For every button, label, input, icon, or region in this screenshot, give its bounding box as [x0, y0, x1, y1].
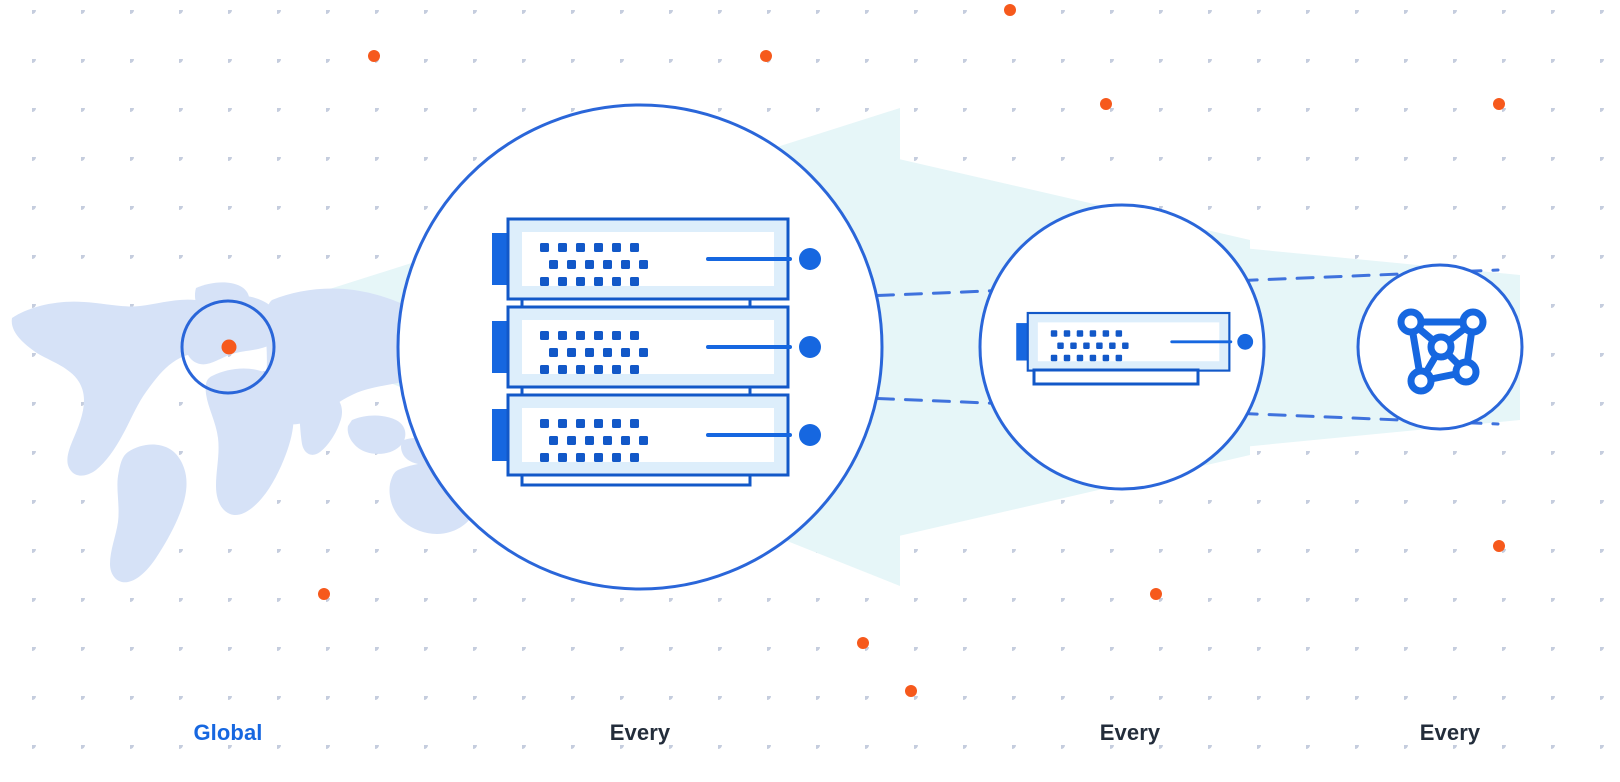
label-every-service: Every service: [1350, 668, 1550, 782]
server-base-plate: [1032, 368, 1200, 386]
stage-every-data-center[interactable]: [396, 103, 884, 591]
label-every-server: Every server: [1030, 668, 1230, 782]
accent-dot: [760, 50, 772, 62]
graph-node: [1407, 367, 1435, 395]
accent-dot: [1150, 588, 1162, 600]
label-line-1: Global: [193, 719, 263, 745]
graph-node: [1459, 308, 1487, 336]
accent-dot: [857, 637, 869, 649]
label-line-1: Every: [1099, 719, 1161, 745]
label-line-1: Every: [1419, 719, 1481, 745]
accent-dot: [1493, 540, 1505, 552]
accent-dot: [318, 588, 330, 600]
network-graph-icon: [1397, 308, 1487, 395]
server-unit-2[interactable]: [492, 307, 821, 387]
accent-dot: [1004, 4, 1016, 16]
server-unit-3[interactable]: [492, 395, 821, 475]
accent-dot: [1100, 98, 1112, 110]
accent-dot: [1493, 98, 1505, 110]
accent-dots: [318, 4, 1505, 697]
accent-dot: [905, 685, 917, 697]
label-line-1: Every: [609, 719, 671, 745]
stage-every-server[interactable]: [978, 203, 1266, 491]
map-highlight-circle: [180, 299, 276, 395]
server-unit-1[interactable]: [492, 219, 821, 299]
single-server-unit[interactable]: [1016, 313, 1253, 371]
stage-every-service[interactable]: [1356, 263, 1524, 431]
accent-dot: [368, 50, 380, 62]
graph-node: [1452, 358, 1480, 386]
graph-node: [1397, 308, 1425, 336]
graph-node: [1427, 333, 1455, 361]
label-global-network: Global network: [128, 668, 328, 782]
label-every-data-center: Every data center: [540, 668, 740, 782]
map-location-marker: [221, 339, 237, 355]
